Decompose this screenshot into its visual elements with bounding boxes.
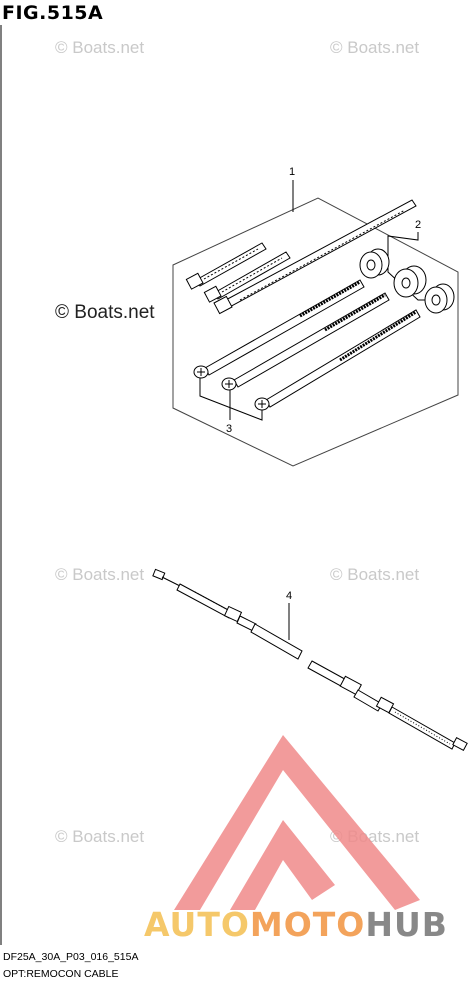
screw	[221, 292, 390, 391]
grommet	[359, 248, 390, 279]
brand-part-moto: MOTO	[249, 905, 366, 944]
watermark: © Boats.net	[330, 565, 420, 584]
cable-tie-long	[213, 199, 417, 315]
cable-tie-short-1	[185, 242, 267, 290]
figure-caption: OPT:REMOCON CABLE	[3, 968, 119, 980]
brand-logo-icon	[174, 735, 420, 910]
watermark: © Boats.net	[330, 38, 420, 57]
watermark: © Boats.net	[55, 302, 155, 323]
brand-wordmark: AUTOMOTOHUB	[144, 905, 448, 944]
screw	[254, 309, 421, 411]
brand-part-auto: AUTO	[144, 905, 250, 944]
callout-part-2: 2	[415, 219, 422, 231]
kit-box-outline	[172, 197, 459, 467]
watermark: © Boats.net	[55, 565, 145, 584]
grommet	[393, 265, 427, 298]
figure-code: DF25A_30A_P03_016_515A	[3, 951, 139, 963]
callout-part-4: 4	[286, 590, 293, 602]
callout-part-1: 1	[289, 166, 296, 178]
remocon-cable-upper	[152, 568, 303, 660]
watermark: © Boats.net	[55, 38, 145, 57]
remocon-cable-lower	[307, 660, 468, 752]
cable-tie-short-2	[203, 251, 291, 303]
leader-line-2	[387, 232, 448, 301]
brand-part-hub: HUB	[365, 905, 448, 944]
screw	[193, 279, 365, 379]
watermark: © Boats.net	[55, 827, 145, 846]
callout-part-3: 3	[226, 423, 233, 435]
grommet	[424, 283, 455, 314]
figure-title: FIG.515A	[2, 2, 104, 24]
leader-line-3a	[199, 378, 263, 421]
